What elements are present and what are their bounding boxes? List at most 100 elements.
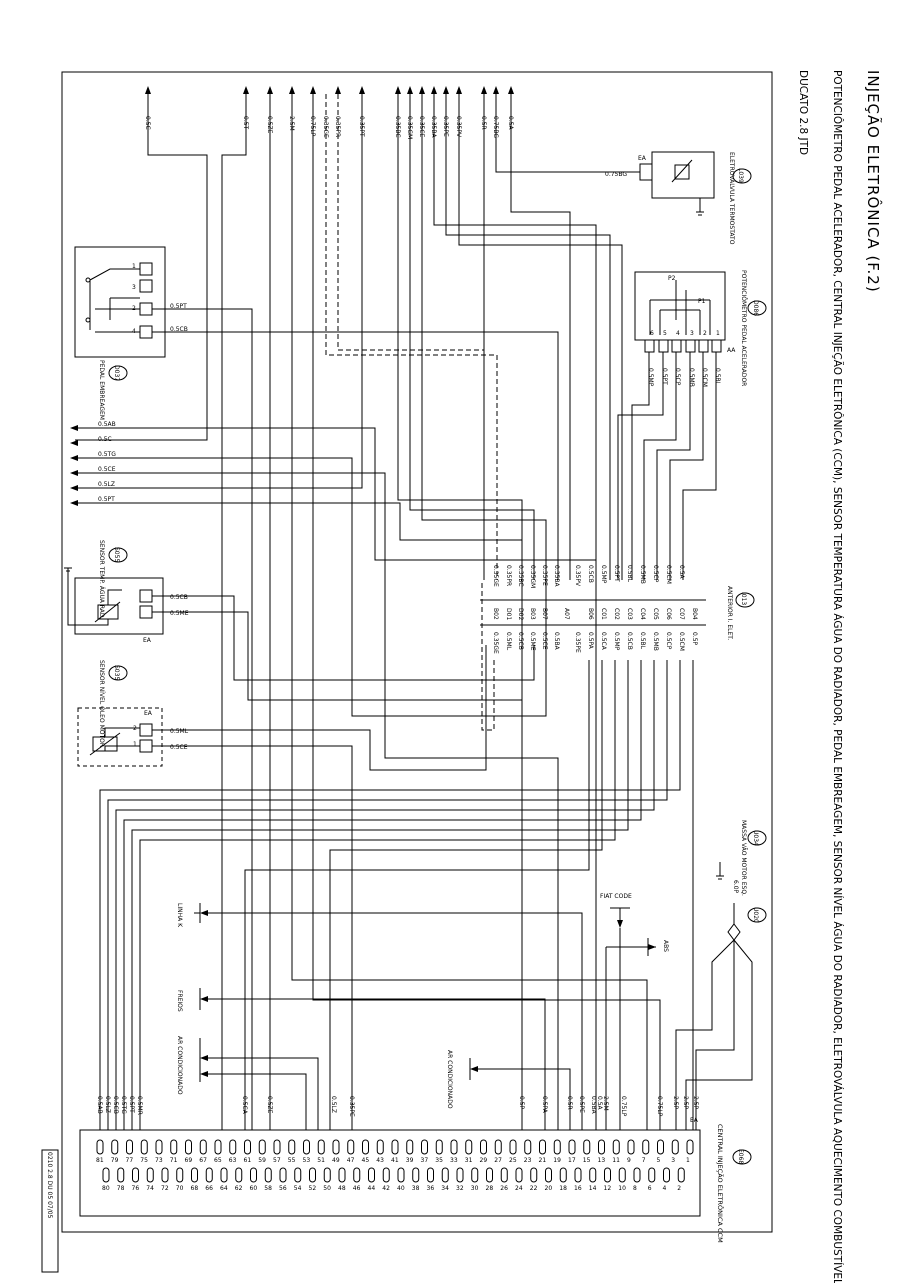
wire-label: 0.5LZ [330, 1096, 337, 1113]
wire-label: 2.5P [692, 1096, 699, 1110]
ccm-pin-label: 73 [155, 1157, 163, 1164]
ccm-pin-label: 34 [441, 1185, 449, 1192]
ccm-pin [441, 1167, 449, 1183]
wire-label: 2.5P [682, 1096, 689, 1110]
wire-label: 0.5CP [652, 565, 659, 583]
ccm-pin-label: 51 [317, 1157, 325, 1164]
pin-label: C03 [626, 608, 633, 620]
wire-label: 0.35PE [574, 632, 581, 653]
component-name: SENSOR TEMP. ÁGUA RAD. [98, 540, 105, 620]
wire-label: 0.5CA [600, 632, 607, 651]
pin-label: 5 [663, 330, 667, 337]
ccm-pin-label: 80 [102, 1185, 110, 1192]
component-name: MASSA VÃO MOTOR ESQ. [740, 820, 747, 896]
ccm-pin [604, 1167, 611, 1183]
ccm-pin [663, 1167, 670, 1183]
ccm-pin [648, 1167, 656, 1183]
ccm-pin-label: 14 [589, 1185, 597, 1192]
component-code: I013 [740, 592, 747, 605]
ccm-pin-label: 62 [235, 1185, 243, 1192]
wire-label: 0.5PT [613, 565, 620, 582]
ccm-pin [598, 1139, 605, 1155]
pot-p1-label: P1 [698, 298, 706, 305]
wire-label: 0.5MB [639, 565, 646, 584]
ccm-pin [480, 1139, 487, 1155]
ccm-pin [229, 1139, 237, 1155]
conn-label: EA [144, 710, 153, 717]
wire-label: 0.5CB [517, 632, 524, 650]
pin-label: A07 [563, 608, 570, 620]
ccm-pin-label: 68 [191, 1185, 199, 1192]
pin-label: 3 [132, 284, 136, 291]
arrow-up-icon [443, 86, 449, 94]
wire-label: 6.0P [732, 880, 739, 894]
wire-label: 0.5A [678, 565, 685, 580]
ccm-pin [509, 1139, 517, 1155]
ccm-pin-label: 21 [539, 1157, 547, 1164]
ccm-pin [273, 1139, 281, 1155]
component-badge [108, 547, 128, 563]
ccm-pin-label: 61 [244, 1157, 252, 1164]
wire-label: 0.5PA [587, 632, 594, 650]
ccm-pin [294, 1167, 302, 1183]
component-badge [735, 592, 755, 608]
component-name: ANTERIOR I. ELET. [726, 586, 733, 640]
wire-label: 2.5M [602, 1096, 609, 1111]
ccm-pin-label: 25 [509, 1157, 517, 1164]
ccm-pin-label: 23 [524, 1157, 532, 1164]
wire-label: 0.5CB [170, 326, 188, 333]
ccm-pin-label: 11 [612, 1157, 620, 1164]
ccm-pin [96, 1139, 104, 1155]
component-name: CENTRAL INJEÇÃO ELETRÔNICA CCM [716, 1124, 725, 1243]
ccm-pin [553, 1139, 561, 1155]
ccm-pin-label: 22 [530, 1185, 538, 1192]
arrow-left-icon [70, 470, 78, 476]
component-badge [747, 907, 767, 923]
ccm-pin [317, 1139, 325, 1155]
wire-label: 0.5CE [98, 466, 116, 473]
arrow-up-icon [243, 86, 249, 94]
component-i013: B04 C07 C06 C05 C04 C03 C02 C01 B06 A07 … [99, 565, 755, 1140]
wire-label: 0.5CB [170, 594, 188, 601]
ccm-pin [574, 1167, 582, 1183]
ccm-pin-label: 49 [332, 1157, 340, 1164]
wire-label: 2.5P [672, 1096, 679, 1110]
page-title: INJEÇÃO ELETRÔNICA (F.2) [864, 70, 883, 293]
wire-label: 0.5CE [170, 744, 188, 751]
component-s035: 2 1 EA 0.5ML 0.5CE S035 SENSOR NÍVEL ÓLE… [77, 645, 487, 1140]
ccm-pin-label: 36 [427, 1185, 435, 1192]
ccm-pin-label: 5 [657, 1157, 661, 1164]
ccm-pin-label: 40 [397, 1185, 405, 1192]
pin-label: C07 [678, 608, 685, 620]
wire-label: 0.35GE [492, 565, 499, 587]
arrow-up-icon [310, 86, 316, 94]
component-badge [747, 300, 767, 316]
wire-label: 0.5MB [652, 632, 659, 651]
ccm-pin-label: 57 [273, 1157, 281, 1164]
wire-label: 0.5ZE [266, 1096, 273, 1114]
ccm-pin [146, 1167, 154, 1183]
ccm-pin-label: 32 [456, 1185, 464, 1192]
ccm-pin [686, 1139, 694, 1155]
ccm-pin [338, 1167, 346, 1183]
pin-label: 4 [676, 330, 680, 337]
ccm-pin [199, 1139, 207, 1155]
pin-label: C04 [639, 608, 646, 620]
ccm-pin-label: 15 [583, 1157, 591, 1164]
ccm-pin [494, 1139, 502, 1155]
ccm-pin [391, 1139, 399, 1155]
component-code: D037 [113, 365, 120, 381]
ccm-pin-label: 38 [412, 1185, 420, 1192]
arrow-up-icon [289, 86, 295, 94]
wire-label: 0.5A [596, 1096, 603, 1111]
arrow-left-icon [200, 1071, 208, 1077]
wire-label: 0.5PT [128, 1096, 135, 1113]
ccm-pin-label: 52 [309, 1185, 317, 1192]
wire-label: 0.35GM [529, 565, 536, 588]
component-code: U020 [752, 907, 759, 923]
component-code: E068 [737, 1149, 744, 1164]
dest-fiat-code: FIAT CODE [600, 893, 632, 900]
ccm-pin [612, 1139, 620, 1155]
ccm-pin [421, 1139, 428, 1155]
ccm-pin-label: 60 [250, 1185, 258, 1192]
